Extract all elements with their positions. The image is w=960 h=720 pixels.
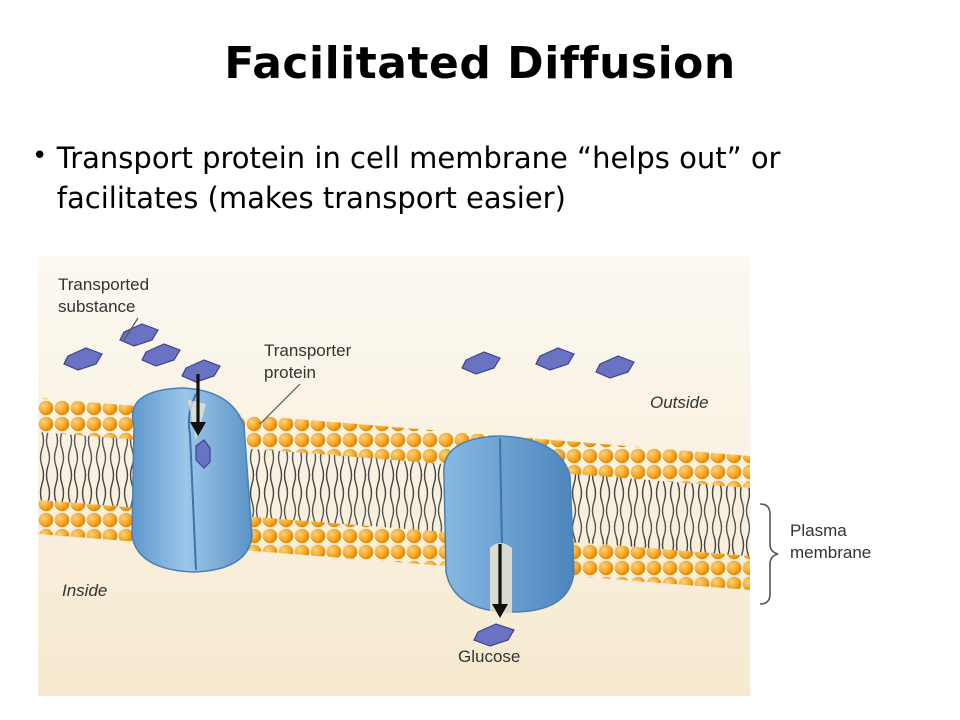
label-transporter-protein-1: Transporter [264,341,352,360]
plasma-membrane-bracket [759,503,779,605]
molecule [461,351,501,375]
label-inside: Inside [62,581,107,600]
molecule [141,343,181,367]
leader-transporter-protein [259,383,301,425]
label-plasma-membrane-1: Plasma [790,521,847,540]
membrane-diagram: Transported substance Transporter protei… [38,256,960,696]
label-transported-substance-2: substance [58,297,136,316]
transporter-protein-open-outside [131,387,253,573]
transported-molecules [63,323,635,647]
bullet-item: • Transport protein in cell membrane “he… [32,138,912,218]
slide-title: Facilitated Diffusion [224,38,736,89]
molecule [595,355,635,379]
label-plasma-membrane-2: membrane [790,543,871,562]
bullet-text: Transport protein in cell membrane “help… [56,141,781,215]
molecule [181,359,221,383]
label-outside: Outside [650,393,709,412]
molecule [535,347,575,371]
transporter-protein-open-inside [443,435,575,614]
label-transported-substance-1: Transported [58,275,149,294]
molecule [63,347,103,371]
bullet-marker: • [32,141,48,171]
transport-arrows [190,374,508,618]
leader-transported-substance [123,317,139,341]
molecule-glucose [473,623,515,647]
label-transporter-protein-2: protein [264,363,316,382]
label-glucose: Glucose [458,647,520,666]
molecule [119,323,159,347]
molecule-in-channel [195,439,211,469]
